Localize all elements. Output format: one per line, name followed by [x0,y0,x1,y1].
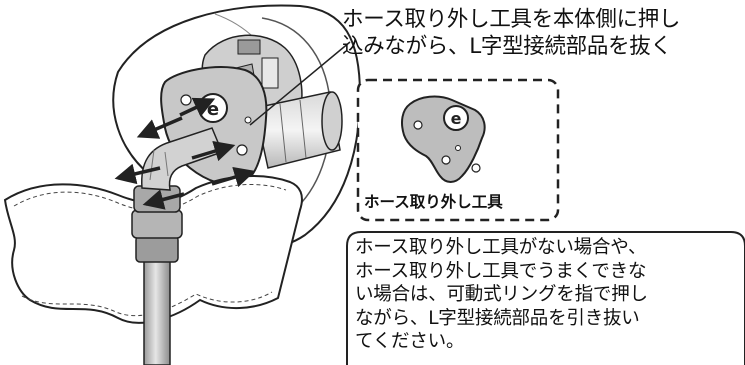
tool-e-icon: e [451,109,462,128]
leader-line [249,41,351,126]
note-line-2: ホース取り外し工具でうまくできな [355,260,647,282]
note-text: ホース取り外し工具がない場合や、 ホース取り外し工具でうまくできな い場合は、可… [355,236,735,354]
l-shaped-connector [131,127,223,365]
instruction-line-1: ホース取り外し工具を本体側に押し [342,7,681,32]
arrow-mid-right [191,140,236,162]
hose-connector [254,91,343,169]
note-line-4: ながら、L字型接続部品を引き抜い [355,307,640,329]
note-line-5: てください。 [355,331,465,353]
tool-callout-label: ホース取り外し工具 [364,193,503,211]
note-box [346,231,745,365]
arrow-upper-left [136,116,183,139]
instruction-line-2: 込みながら、L字型接続部品を抜く [342,34,672,59]
note-line-3: い場合は、可動式リングを指で押し [355,284,648,306]
arrow-lower-left [142,189,185,210]
note-line-1: ホース取り外し工具がない場合や、 [355,237,647,258]
instruction-caption: ホース取り外し工具を本体側に押し 込みながら、L字型接続部品を抜く [342,6,742,60]
motion-arrows [114,97,256,210]
arrow-lower-right [211,166,256,188]
arrow-upper-right [179,97,216,117]
tool-callout-box: e [356,78,560,222]
arrow-mid-left [114,163,161,185]
